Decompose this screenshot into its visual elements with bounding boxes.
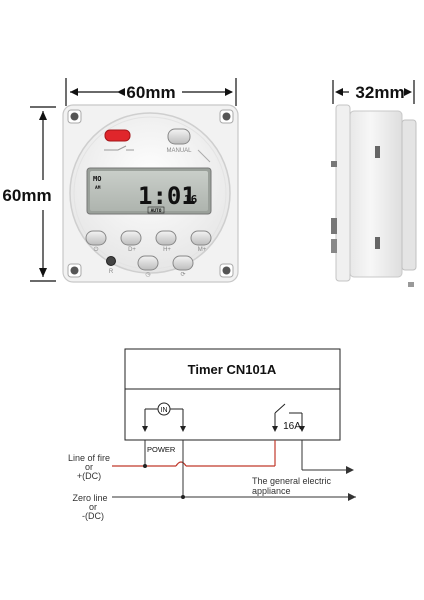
lcd-ampm: AM xyxy=(95,185,101,191)
status-led xyxy=(104,129,131,142)
height-label: 60mm xyxy=(2,186,51,205)
timer-side-view xyxy=(331,104,417,287)
appliance-label: The general electric appliance xyxy=(252,476,332,496)
relay-rating: 16A xyxy=(283,421,301,432)
mounting-holes xyxy=(67,109,234,278)
clock-button[interactable] xyxy=(137,255,159,271)
day-plus-label: D+ xyxy=(128,247,136,253)
width-label: 60mm xyxy=(126,83,175,102)
manual-button[interactable] xyxy=(167,128,191,145)
wiring-diagram: Timer CN101A IN 16A POWER xyxy=(68,348,356,521)
lcd-day: MO xyxy=(93,175,101,183)
depth-label: 32mm xyxy=(355,83,404,102)
svg-text:appliance: appliance xyxy=(252,486,291,496)
svg-text:or: or xyxy=(85,462,93,472)
lcd-mode: AUTO xyxy=(151,208,162,214)
power-input-symbol: IN xyxy=(142,402,186,432)
depth-dimension: 32mm xyxy=(332,80,415,104)
lcd-seconds: 16 xyxy=(184,193,198,206)
svg-text:+(DC): +(DC) xyxy=(77,471,101,481)
lcd-time: 1:01 xyxy=(138,182,196,210)
power-icon: ⏻ xyxy=(94,246,99,253)
width-dimension: 60mm xyxy=(65,78,237,106)
appliance-output xyxy=(301,440,354,474)
hour-plus-button[interactable] xyxy=(155,230,177,246)
switch-symbol-icon xyxy=(104,145,134,151)
lcd-screen xyxy=(90,171,208,211)
minute-plus-label: M+ xyxy=(198,247,207,253)
neutral-wire xyxy=(112,440,356,501)
svg-text:Zero line: Zero line xyxy=(72,493,107,503)
manual-label: MANUAL xyxy=(166,148,192,154)
power-button[interactable] xyxy=(85,230,107,246)
live-wire xyxy=(112,440,276,468)
relay-symbol: 16A xyxy=(272,403,305,432)
button-row-bottom: R ◷ ⟳ xyxy=(106,255,194,278)
timer-box xyxy=(124,348,341,441)
reset-button[interactable] xyxy=(106,256,116,266)
zero-line-label: Zero line or -(DC) xyxy=(72,493,107,521)
day-plus-button[interactable] xyxy=(120,230,142,246)
cycle-button[interactable] xyxy=(172,255,194,271)
side-clip-top xyxy=(375,146,380,158)
button-row-top: ⏻ D+ H+ M+ xyxy=(85,230,212,253)
timer-title: Timer CN101A xyxy=(188,362,277,377)
svg-text:-(DC): -(DC) xyxy=(82,511,104,521)
svg-text:Line of fire: Line of fire xyxy=(68,453,110,463)
hour-plus-label: H+ xyxy=(163,247,171,253)
svg-text:The general electric: The general electric xyxy=(252,476,332,486)
timer-front-view: MANUAL MO AM 1:01 16 AUTO ⏻ D+ H+ M+ R ◷ xyxy=(62,104,239,283)
height-dimension: 60mm xyxy=(2,106,56,282)
power-label: POWER xyxy=(147,445,176,454)
minute-plus-button[interactable] xyxy=(190,230,212,246)
svg-text:or: or xyxy=(89,502,97,512)
in-label: IN xyxy=(161,407,168,414)
clock-icon: ◷ xyxy=(145,272,150,278)
reset-label: R xyxy=(109,269,114,275)
cycle-icon: ⟳ xyxy=(180,272,185,278)
line-of-fire-label: Line of fire or +(DC) xyxy=(68,453,110,481)
side-clip-bottom xyxy=(375,237,380,249)
